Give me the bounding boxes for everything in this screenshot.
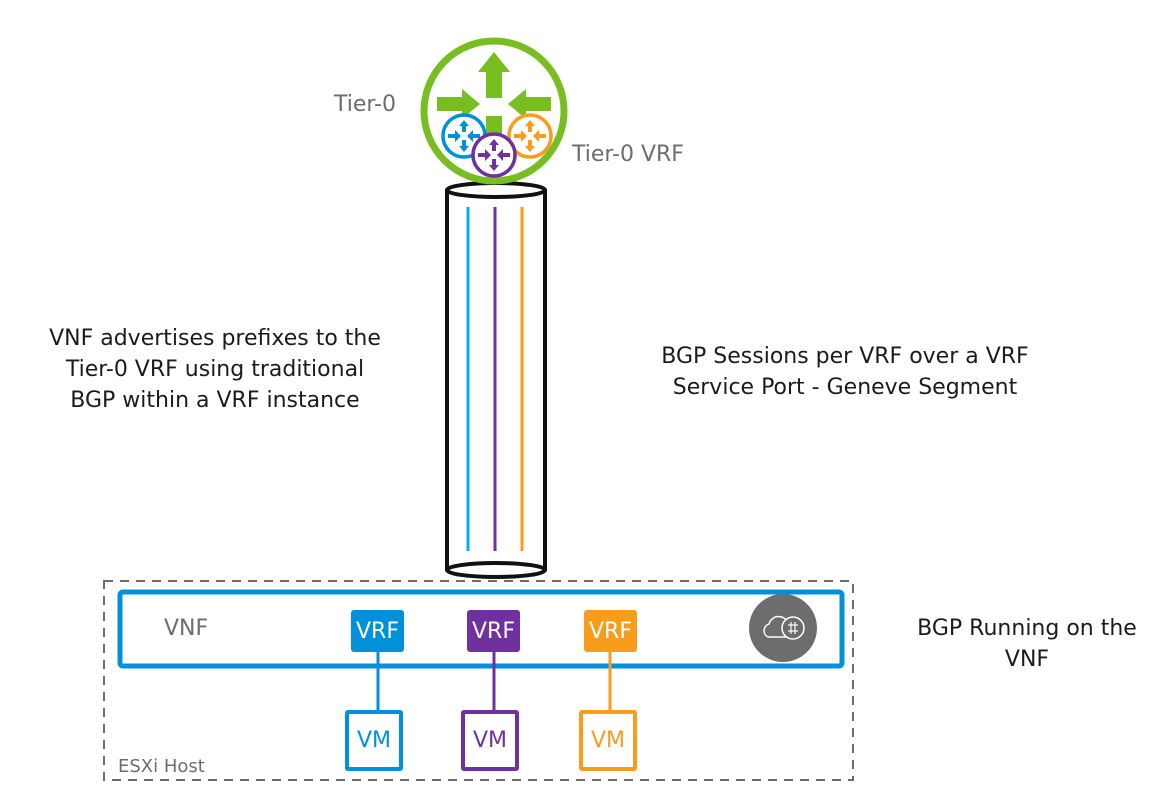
caption-line: VNF advertises prefixes to the bbox=[49, 326, 381, 351]
caption-line: Tier-0 VRF using traditional bbox=[65, 357, 365, 382]
tier0-vrf-label: Tier-0 VRF bbox=[572, 142, 684, 167]
geneve-segment-cylinder bbox=[445, 181, 547, 579]
vrf-router-icon-orange bbox=[507, 113, 553, 159]
vrf-tag-purple: VRF bbox=[467, 610, 520, 652]
vm-box-blue: VM bbox=[345, 710, 403, 771]
cloud-nat-icon bbox=[749, 594, 817, 662]
vm-label: VM bbox=[356, 728, 392, 753]
caption-line: BGP Running on the bbox=[917, 616, 1137, 641]
vnf-box bbox=[117, 589, 845, 669]
vrf-tag-blue: VRF bbox=[351, 610, 404, 652]
vrf-tag-label: VRF bbox=[589, 618, 632, 644]
esxi-host-border bbox=[103, 580, 854, 781]
vrf-tag-label: VRF bbox=[472, 618, 515, 644]
vrf-router-icon-purple bbox=[471, 132, 517, 178]
caption-line: Service Port - Geneve Segment bbox=[672, 375, 1018, 400]
vm-label: VM bbox=[472, 728, 508, 753]
vnf-label: VNF bbox=[164, 616, 209, 641]
vrf-tag-orange: VRF bbox=[584, 610, 637, 652]
caption-line: BGP within a VRF instance bbox=[70, 388, 360, 413]
caption-vnf-advertises: VNF advertises prefixes to the Tier-0 VR… bbox=[10, 323, 420, 416]
tier0-label: Tier-0 bbox=[334, 92, 396, 117]
caption-bgp-sessions: BGP Sessions per VRF over a VRF Service … bbox=[612, 341, 1078, 403]
caption-bgp-running: BGP Running on the VNF bbox=[880, 613, 1174, 675]
vm-label: VM bbox=[590, 728, 626, 753]
caption-line: VNF bbox=[1004, 647, 1050, 672]
esxi-host-label: ESXi Host bbox=[118, 756, 205, 777]
vrf-tag-label: VRF bbox=[356, 618, 399, 644]
vm-box-orange: VM bbox=[579, 710, 637, 771]
caption-line: BGP Sessions per VRF over a VRF bbox=[661, 344, 1029, 369]
vm-box-purple: VM bbox=[461, 710, 519, 771]
